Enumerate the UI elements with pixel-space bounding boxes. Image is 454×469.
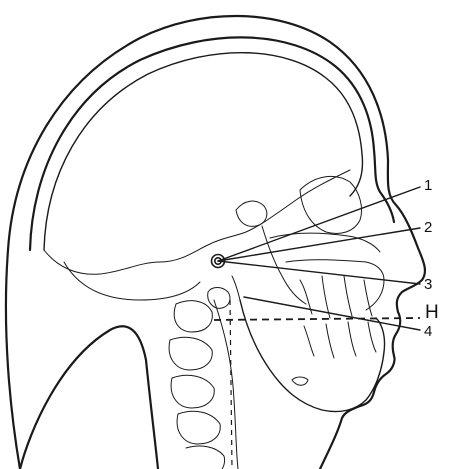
label-h: H xyxy=(425,302,439,323)
mandible-ramus xyxy=(232,276,240,300)
orbit-outline xyxy=(300,176,362,233)
cervical-vertebra-4 xyxy=(177,411,220,444)
lower-teeth xyxy=(304,322,376,358)
cervical-vertebra-5 xyxy=(186,446,225,469)
label-1: 1 xyxy=(424,177,432,194)
skull-inner xyxy=(44,53,363,250)
maxilla xyxy=(286,260,384,310)
upper-teeth xyxy=(300,276,372,318)
skull-outer xyxy=(30,37,394,250)
label-4: 4 xyxy=(424,323,432,340)
cervical-vertebra-2 xyxy=(169,337,212,370)
cranial-base xyxy=(44,170,350,274)
label-3: 3 xyxy=(424,276,432,293)
neck-outline xyxy=(20,326,158,469)
cervical-vertebra-1 xyxy=(174,301,212,332)
leader-line-3 xyxy=(218,261,420,284)
posterior-fossa xyxy=(64,262,200,300)
spinal-posterior-dash xyxy=(230,300,232,469)
head-outline xyxy=(6,16,425,469)
pterygoid-plate xyxy=(262,226,306,304)
hyoid xyxy=(292,377,308,385)
label-2: 2 xyxy=(424,219,432,236)
spinal-posterior xyxy=(214,300,238,469)
leader-line-4 xyxy=(244,297,420,330)
cervical-vertebra-3 xyxy=(171,375,214,408)
condyle xyxy=(208,288,230,309)
mandible xyxy=(240,300,385,412)
leader-line-1 xyxy=(218,187,420,261)
